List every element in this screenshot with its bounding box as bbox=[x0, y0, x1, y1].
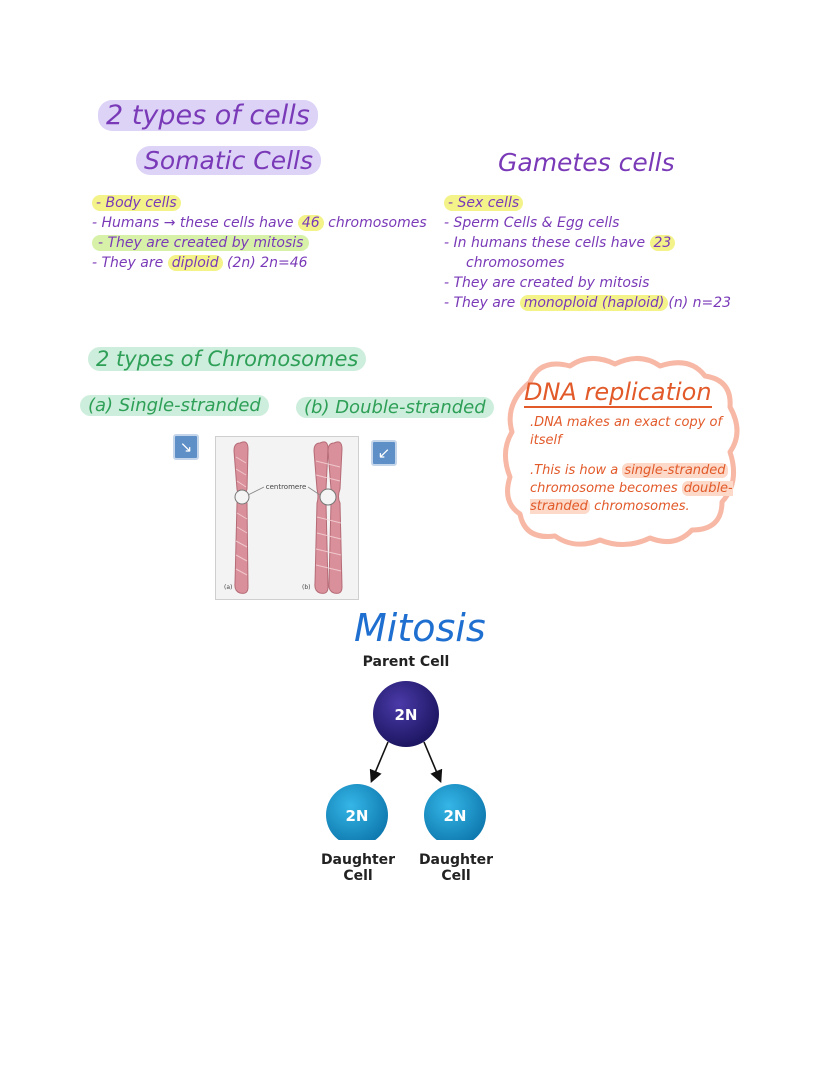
chromosomes-heading: 2 types of Chromosomes bbox=[88, 347, 367, 371]
dna-replication-heading: DNA replication bbox=[524, 378, 712, 408]
mitosis-heading: Mitosis bbox=[354, 606, 486, 650]
figure-label-b: (b) bbox=[302, 584, 311, 591]
somatic-cells-heading: Somatic Cells bbox=[136, 146, 322, 175]
figure-label-a: (a) bbox=[224, 584, 232, 591]
daughter-cell-left-label: Daughter Cell bbox=[320, 852, 396, 884]
gametes-note-2: - Sperm Cells & Egg cells bbox=[444, 215, 620, 231]
daughter-cell-right-label: Daughter Cell bbox=[418, 852, 494, 884]
arrow-down-right-icon: ↘ bbox=[173, 434, 199, 460]
dna-note-2: .This is how a single-stranded chromosom… bbox=[530, 463, 733, 514]
daughter-cell-right-value: 2N bbox=[444, 807, 467, 825]
dna-note-1: .DNA makes an exact copy of itself bbox=[530, 415, 723, 448]
daughter-cell-left-circle bbox=[326, 784, 388, 840]
arrow-down-left-icon: ↙ bbox=[371, 440, 397, 466]
arrow-left-line bbox=[369, 741, 389, 783]
chromosome-figure: centromere (a) (b) bbox=[215, 436, 359, 600]
gametes-note-3: - In humans these cells have 23 bbox=[444, 233, 774, 253]
gametes-cells-notes: - Sex cells - Sperm Cells & Egg cells - … bbox=[444, 193, 774, 313]
gametes-note-1: - Sex cells bbox=[444, 193, 774, 213]
gametes-note-5: - They are monoploid (haploid)(n) n=23 bbox=[444, 295, 732, 311]
daughter-cell-left-value: 2N bbox=[346, 807, 369, 825]
arrow-right-line bbox=[423, 741, 443, 783]
somatic-note-3: - They are created by mitosis bbox=[92, 233, 452, 253]
gametes-note-3b: chromosomes bbox=[466, 255, 565, 271]
mitosis-diagram: 2N 2N 2N bbox=[326, 681, 486, 840]
daughter-cell-right-circle bbox=[424, 784, 486, 840]
gametes-note-4: - They are created by mitosis bbox=[444, 275, 650, 291]
somatic-cells-notes: - Body cells - Humans → these cells have… bbox=[92, 193, 452, 273]
parent-cell-label: Parent Cell bbox=[362, 654, 450, 670]
centromere-label: centromere bbox=[266, 483, 307, 491]
parent-cell-circle bbox=[373, 681, 439, 747]
double-stranded-label: (b) Double-stranded bbox=[296, 397, 494, 418]
single-stranded-label: (a) Single-stranded bbox=[80, 395, 269, 416]
page-title: 2 types of cells bbox=[98, 100, 318, 131]
dna-cloud-outline bbox=[503, 356, 740, 547]
parent-cell-value: 2N bbox=[395, 706, 418, 724]
chromosome-illustration: centromere (a) (b) bbox=[224, 441, 343, 594]
somatic-note-4: - They are diploid (2n) 2n=46 bbox=[92, 255, 308, 271]
somatic-note-2: - Humans → these cells have 46 chromosom… bbox=[92, 215, 427, 231]
gametes-cells-heading: Gametes cells bbox=[498, 148, 675, 177]
somatic-note-1: - Body cells bbox=[92, 193, 452, 213]
